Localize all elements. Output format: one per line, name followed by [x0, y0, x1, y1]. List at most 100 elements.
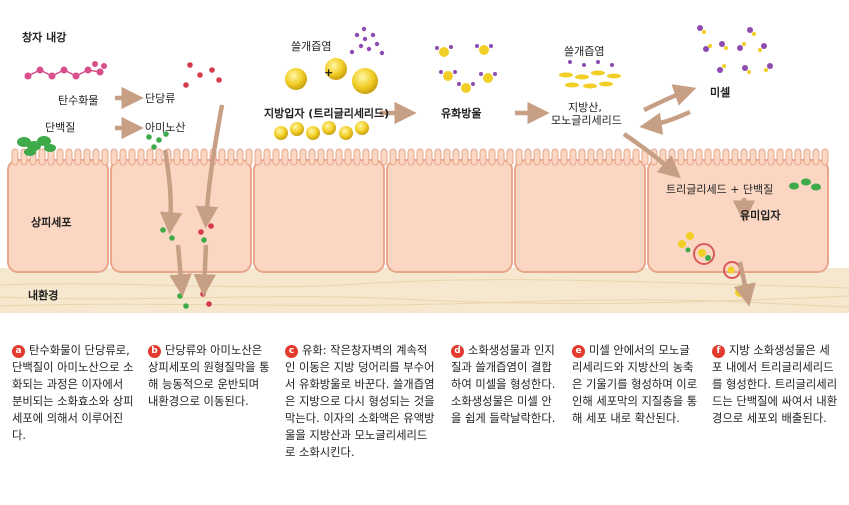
bile-salt-cluster-1	[349, 26, 385, 56]
caption-b-text: 단당류와 아미노산은 상피세포의 원형질막을 통해 능동적으로 운반되며 내환경…	[148, 344, 270, 408]
microvillus	[65, 148, 73, 166]
microvillus	[110, 148, 118, 166]
microvillus	[254, 148, 262, 166]
microvillus	[479, 148, 487, 166]
microvillus	[11, 148, 19, 166]
microvillus	[794, 148, 802, 166]
caption-a-text: 탄수화물이 단당류로, 단백질이 아미노산으로 소화되는 과정은 이자에서 분비…	[12, 344, 134, 442]
microvillus	[785, 148, 793, 166]
microvillus	[155, 148, 163, 166]
microvillus	[542, 148, 550, 166]
microvillus	[317, 148, 325, 166]
microvillus	[425, 148, 433, 166]
microvillus	[416, 148, 424, 166]
microvillus	[236, 148, 244, 166]
monosaccharide-label: 단당류	[145, 92, 176, 105]
microvillus	[668, 148, 676, 166]
microvillus	[281, 148, 289, 166]
microvillus	[497, 148, 505, 166]
microvillus	[515, 148, 523, 166]
microvillus	[389, 148, 397, 166]
microvillus	[713, 148, 721, 166]
caption-e-text: 미셀 안에서의 모노글리세리드와 지방산의 농축은 기울기를 형성하며 이로 인…	[572, 344, 698, 425]
microvillus	[821, 148, 829, 166]
interstitial-fibers	[0, 279, 849, 308]
protein-label: 단백질	[45, 121, 76, 134]
epithelial-cell	[647, 159, 829, 273]
microvillus	[767, 148, 775, 166]
carbohydrate-label: 탄수화물	[58, 94, 99, 107]
fat-particle-label: 지방입자 (트리글리세리드)	[264, 107, 390, 120]
microvillus	[344, 148, 352, 166]
lumen-label: 창자 내강	[22, 31, 67, 44]
microvillus	[758, 148, 766, 166]
bile-and-fatty-acids	[559, 60, 621, 89]
badge-a: a	[12, 345, 25, 358]
microvilli	[11, 148, 829, 166]
microvillus	[407, 148, 415, 166]
epithelial-cell	[386, 159, 513, 273]
flow-arrows	[115, 84, 756, 307]
caption-f-text: 지방 소화생성물은 세포 내에서 트리글리세리드를 형성한다. 트리글리세리드는…	[712, 344, 838, 425]
microvillus	[200, 148, 208, 166]
plus-sign: +	[324, 66, 334, 79]
caption-c-text: 유화: 작은창자벽의 계속적인 이동은 지방 덩어리를 부수어서 유화방울로 바…	[285, 344, 435, 459]
epithelial-cell	[514, 159, 646, 273]
microvillus	[605, 148, 613, 166]
microvillus	[461, 148, 469, 166]
microvillus	[443, 148, 451, 166]
microvillus	[731, 148, 739, 166]
microvillus	[326, 148, 334, 166]
microvillus	[614, 148, 622, 166]
microvillus	[686, 148, 694, 166]
amino-acid-label: 아미노산	[145, 121, 186, 134]
microvillus	[272, 148, 280, 166]
microvillus	[137, 148, 145, 166]
epithelial-cell-label: 상피세포	[31, 216, 72, 229]
fat-globules	[274, 58, 378, 140]
fatty-acid-label: 지방산,	[568, 101, 602, 114]
microvillus	[92, 148, 100, 166]
badge-d: d	[451, 345, 464, 358]
microvillus	[371, 148, 379, 166]
microvillus	[362, 148, 370, 166]
microvillus	[380, 148, 388, 166]
micelles	[697, 25, 773, 74]
microvillus	[398, 148, 406, 166]
epithelial-cell	[253, 159, 385, 273]
emulsion-droplets	[435, 44, 497, 93]
microvillus	[308, 148, 316, 166]
microvillus	[587, 148, 595, 166]
microvillus	[434, 148, 442, 166]
microvillus	[632, 148, 640, 166]
badge-e: e	[572, 345, 585, 358]
microvillus	[38, 148, 46, 166]
microvillus	[119, 148, 127, 166]
microvillus	[56, 148, 64, 166]
micelle-label: 미셀	[710, 86, 731, 99]
microvillus	[218, 148, 226, 166]
bile-salt-label-1: 쓸개즙염	[291, 40, 332, 53]
microvillus	[191, 148, 199, 166]
badge-c: c	[285, 345, 298, 358]
microvillus	[623, 148, 631, 166]
badge-f: f	[712, 345, 725, 358]
microvillus	[128, 148, 136, 166]
microvillus	[560, 148, 568, 166]
microvillus	[182, 148, 190, 166]
microvillus	[470, 148, 478, 166]
microvillus	[452, 148, 460, 166]
microvillus	[533, 148, 541, 166]
microvillus	[722, 148, 730, 166]
microvillus	[173, 148, 181, 166]
microvillus	[749, 148, 757, 166]
microvillus	[695, 148, 703, 166]
monoglyceride-label: 모노글리세리드	[551, 114, 622, 127]
microvillus	[578, 148, 586, 166]
microvillus	[263, 148, 271, 166]
emulsion-label: 유화방울	[441, 107, 482, 120]
microvillus	[677, 148, 685, 166]
